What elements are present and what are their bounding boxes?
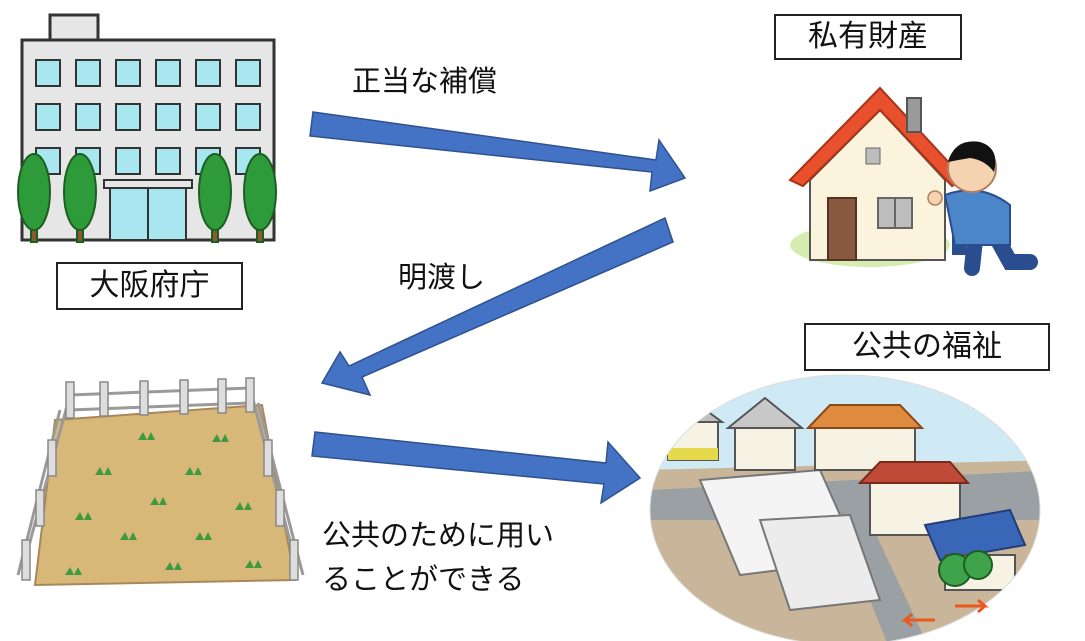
office-building-icon: [17, 13, 277, 243]
arrow-surrender: [320, 216, 674, 397]
public-welfare-label: 公共の福祉: [804, 323, 1050, 371]
surrender-text: 明渡し: [398, 260, 486, 294]
public-use-text-line2: ることができる: [322, 562, 525, 596]
compensation-text: 正当な補償: [352, 64, 498, 98]
arrow-public-use: [311, 431, 642, 505]
town-aerial-view-icon: [649, 374, 1041, 641]
government-label: 大阪府庁: [56, 262, 243, 310]
arrow-compensation: [309, 111, 687, 193]
private-property-label: 私有財産: [774, 14, 962, 60]
public-use-text-line1: 公共のために用い: [322, 518, 555, 552]
fenced-vacant-lot-icon: [16, 377, 305, 587]
house-with-person-icon: [788, 86, 1038, 276]
